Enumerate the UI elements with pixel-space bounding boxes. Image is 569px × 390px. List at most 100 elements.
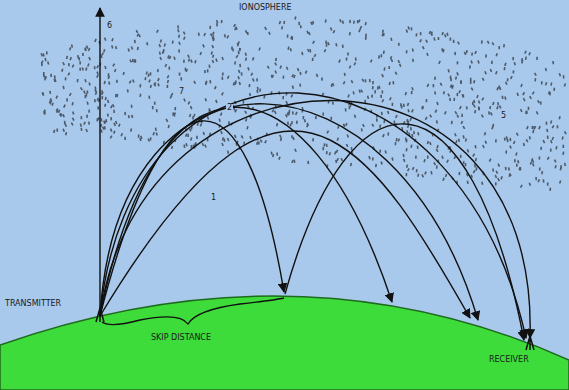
ionosphere-dot [108, 73, 110, 76]
ionosphere-dot [488, 111, 490, 114]
ionosphere-dot [498, 46, 500, 49]
ionosphere-dot [307, 161, 309, 164]
ionosphere-dot [353, 62, 356, 66]
ionosphere-dot [312, 58, 314, 61]
ionosphere-dot [521, 60, 523, 63]
ionosphere-dot [427, 155, 429, 158]
ionosphere-dot [410, 144, 412, 148]
ionosphere-dot [56, 108, 59, 112]
ionosphere-dot [349, 32, 351, 35]
ionosphere-dot [204, 98, 207, 102]
ionosphere-dot [96, 71, 99, 75]
ionosphere-dot [441, 155, 444, 159]
ionosphere-dot [185, 68, 187, 71]
ionosphere-dot [245, 52, 247, 56]
ionosphere-dot [504, 67, 506, 70]
ionosphere-dot [392, 103, 394, 106]
ionosphere-dot [489, 158, 492, 162]
ionosphere-dot [512, 57, 514, 60]
ionosphere-dot [395, 71, 398, 75]
ionosphere-dot [477, 60, 480, 64]
ionosphere-dot [283, 21, 285, 24]
ionosphere-dot [294, 16, 296, 19]
ionosphere-dot [453, 98, 455, 101]
ionosphere-dot [484, 71, 487, 75]
ionosphere-dot [78, 57, 80, 60]
ionosphere-dot [520, 84, 522, 88]
ionosphere-dot [406, 173, 408, 176]
ionosphere-dot [505, 167, 507, 170]
ionosphere-dot [113, 131, 116, 135]
ionosphere-dot [442, 49, 444, 52]
ionosphere-dot [526, 111, 528, 114]
ionosphere-dot [82, 53, 84, 56]
ionosphere-dot [94, 66, 96, 69]
ionosphere-dot [564, 131, 567, 135]
ionosphere-dot [429, 142, 432, 146]
ionosphere-dot [476, 95, 478, 99]
ionosphere-dot [137, 47, 139, 50]
ionosphere-dot [407, 103, 410, 107]
ionosphere-dot [537, 179, 540, 183]
ionosphere-dot [452, 85, 454, 88]
ionosphere-dot [354, 115, 357, 119]
ionosphere-dot [388, 82, 390, 86]
ionosphere-dot [406, 50, 408, 53]
dimension-label: SKIP DISTANCE [150, 334, 212, 343]
ionosphere-dot [332, 101, 334, 104]
ionosphere-dot [202, 44, 205, 48]
ionosphere-dot [390, 38, 392, 41]
ionosphere-dot [474, 145, 476, 148]
ionosphere-dot [123, 72, 125, 76]
ionosphere-dot [139, 138, 142, 142]
ionosphere-dot [111, 38, 113, 42]
ionosphere-dot [375, 164, 377, 167]
ionosphere-dot [522, 92, 525, 96]
ionosphere-dot [407, 109, 409, 113]
ionosphere-dot [212, 37, 215, 41]
ionosphere-dot [85, 129, 88, 133]
ionosphere-dot [361, 128, 363, 131]
ionosphere-dot [87, 63, 90, 67]
ionosphere-dot [62, 86, 64, 89]
ionosphere-dot [482, 145, 485, 149]
ionosphere-dot [124, 137, 126, 140]
ionosphere-dot [64, 123, 67, 127]
ionosphere-dot [336, 158, 339, 162]
ionosphere-dot [355, 57, 357, 60]
ionosphere-dot [256, 78, 258, 81]
ionosphere-dot [460, 80, 462, 83]
callout-number: 1 [210, 194, 217, 203]
ionosphere-dot [396, 138, 398, 141]
ionosphere-dot [543, 179, 545, 182]
ionosphere-dot [207, 116, 210, 120]
ionosphere-dot [473, 80, 475, 84]
ionosphere-dot [72, 64, 75, 68]
ionosphere-dot [291, 135, 293, 138]
ionosphere-dot [104, 37, 107, 41]
ionosphere-dot [88, 121, 90, 124]
ionosphere-dot [362, 124, 365, 128]
ionosphere-dot [555, 146, 557, 149]
ionosphere-dot [101, 90, 103, 93]
ionosphere-dot [380, 95, 382, 98]
ionosphere-dot [440, 82, 443, 86]
ionosphere-dot [514, 159, 516, 162]
ionosphere-dot [481, 40, 483, 43]
ionosphere-dot [294, 149, 297, 153]
ionosphere-dot [532, 159, 535, 163]
ionosphere-dot [212, 60, 215, 64]
ionosphere-dot [409, 117, 412, 121]
ionosphere-dot [458, 90, 461, 94]
ionosphere-dot [491, 61, 493, 64]
ionosphere-dot [103, 120, 106, 124]
ionosphere-dot [330, 117, 332, 120]
ionosphere-dot [550, 120, 552, 124]
ionosphere-dot [83, 90, 86, 94]
ionosphere-dot [392, 81, 394, 84]
ionosphere-dot [234, 135, 237, 139]
ionosphere-dot [291, 121, 293, 124]
ionosphere-dot [383, 33, 385, 36]
ionosphere-dot [190, 59, 193, 63]
ionosphere-dot [545, 122, 547, 125]
